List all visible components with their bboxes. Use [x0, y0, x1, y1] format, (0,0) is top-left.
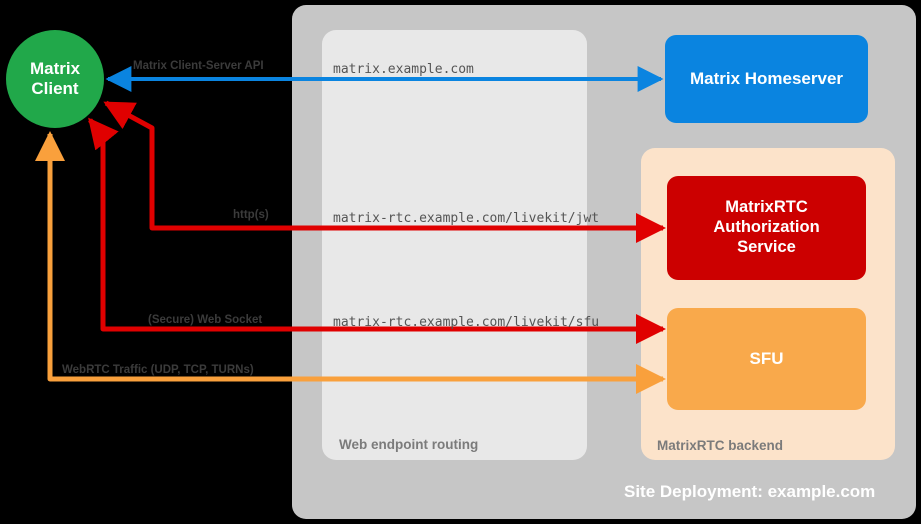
endpoint-label-livekit-sfu: matrix-rtc.example.com/livekit/sfu	[333, 315, 600, 330]
node-matrix-homeserver[interactable]: Matrix Homeserver	[665, 35, 868, 123]
container-web-endpoint-routing	[322, 30, 587, 460]
node-matrixrtc-authorization-service[interactable]: MatrixRTC Authorization Service	[667, 176, 866, 280]
caption-site-deployment: Site Deployment: example.com	[624, 482, 876, 501]
node-sfu[interactable]: SFU	[667, 308, 866, 410]
caption-matrixrtc-backend: MatrixRTC backend	[657, 438, 784, 453]
matrix-homeserver-label: Matrix Homeserver	[689, 69, 844, 88]
edge-label-https: http(s)	[233, 209, 269, 221]
matrixrtc-authorization-service-label: MatrixRTC Authorization Service	[713, 198, 820, 256]
node-matrix-client[interactable]: Matrix Client	[6, 30, 104, 128]
edge-label-client-server-api: Matrix Client-Server API	[133, 60, 264, 72]
matrix-client-label: Matrix Client	[29, 59, 81, 98]
caption-web-endpoint-routing: Web endpoint routing	[339, 437, 479, 452]
edge-label-webrtc-traffic: WebRTC Traffic (UDP, TCP, TURNs)	[62, 364, 254, 376]
sfu-label: SFU	[749, 349, 784, 368]
endpoint-label-matrix-example-com: matrix.example.com	[333, 62, 474, 77]
endpoint-label-livekit-jwt: matrix-rtc.example.com/livekit/jwt	[333, 211, 600, 226]
edge-label-secure-web-socket: (Secure) Web Socket	[148, 314, 263, 326]
